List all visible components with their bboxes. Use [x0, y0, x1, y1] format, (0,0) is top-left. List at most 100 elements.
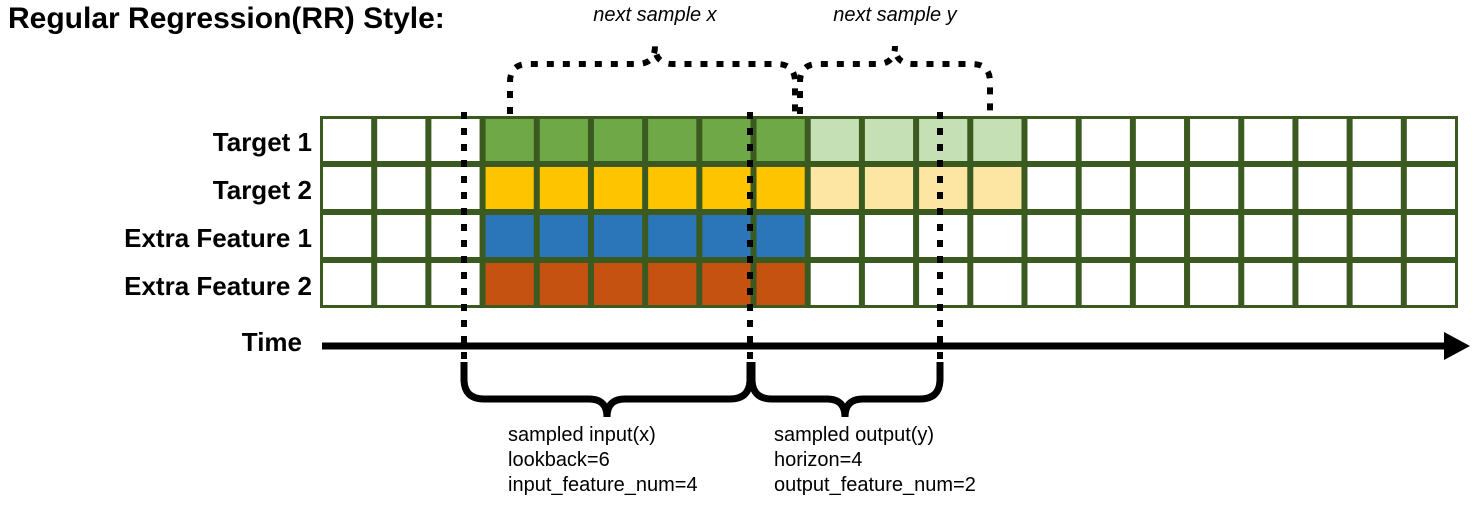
grid-cell[interactable]: [485, 167, 534, 209]
grid-cell[interactable]: [973, 263, 1022, 305]
grid-cell[interactable]: [648, 263, 697, 305]
grid-cell[interactable]: [756, 215, 805, 257]
grid-cell[interactable]: [1352, 167, 1401, 209]
grid-cell[interactable]: [919, 119, 968, 161]
grid-cell[interactable]: [377, 263, 426, 305]
grid-cell[interactable]: [810, 215, 859, 257]
grid-cell[interactable]: [1081, 263, 1130, 305]
grid-cell[interactable]: [1406, 119, 1455, 161]
grid-cell[interactable]: [431, 119, 480, 161]
grid-cell[interactable]: [1244, 119, 1293, 161]
grid-cell[interactable]: [1190, 263, 1239, 305]
grid-cell[interactable]: [1244, 263, 1293, 305]
grid-cell[interactable]: [702, 263, 751, 305]
grid-cell[interactable]: [431, 167, 480, 209]
grid-cell[interactable]: [919, 167, 968, 209]
page-title: Regular Regression(RR) Style:: [8, 2, 445, 35]
grid-cell[interactable]: [323, 215, 372, 257]
grid-cell[interactable]: [1027, 119, 1076, 161]
grid-cell[interactable]: [1190, 167, 1239, 209]
timeline-grid: [320, 116, 1458, 308]
grid-cell[interactable]: [377, 167, 426, 209]
grid-cell[interactable]: [1190, 215, 1239, 257]
sampled-output-line-2: horizon=4: [774, 449, 863, 471]
grid-cell[interactable]: [1081, 167, 1130, 209]
grid-cell[interactable]: [1135, 119, 1185, 161]
grid-cell[interactable]: [919, 263, 968, 305]
grid-cell[interactable]: [648, 215, 697, 257]
grid-cell[interactable]: [485, 119, 534, 161]
grid-cell[interactable]: [593, 119, 643, 161]
grid-cell[interactable]: [973, 215, 1022, 257]
grid-cell[interactable]: [323, 167, 372, 209]
grid-cell[interactable]: [1135, 263, 1185, 305]
grid-cell[interactable]: [864, 167, 914, 209]
grid-cell[interactable]: [323, 263, 372, 305]
grid-cell[interactable]: [756, 119, 805, 161]
grid-cell[interactable]: [431, 263, 480, 305]
dotted-guides: [461, 112, 943, 372]
grid-cell[interactable]: [1298, 215, 1347, 257]
grid-cell[interactable]: [1352, 215, 1401, 257]
grid-cell[interactable]: [973, 167, 1022, 209]
grid-cell[interactable]: [539, 263, 588, 305]
grid-cell[interactable]: [593, 167, 643, 209]
grid-cell[interactable]: [539, 167, 588, 209]
grid-cell[interactable]: [485, 263, 534, 305]
grid-cell[interactable]: [1081, 119, 1130, 161]
grid-cell[interactable]: [810, 167, 859, 209]
grid-cell[interactable]: [1298, 119, 1347, 161]
grid-cell[interactable]: [593, 215, 643, 257]
grid-cell[interactable]: [323, 119, 372, 161]
grid-cell[interactable]: [810, 263, 859, 305]
grid-cell[interactable]: [1190, 119, 1239, 161]
grid-cell[interactable]: [1406, 263, 1455, 305]
grid-cell[interactable]: [1135, 215, 1185, 257]
grid-cell[interactable]: [756, 167, 805, 209]
grid-cell[interactable]: [1244, 215, 1293, 257]
grid-cell[interactable]: [810, 119, 859, 161]
grid-cell[interactable]: [1298, 263, 1347, 305]
grid-cell[interactable]: [1406, 215, 1455, 257]
grid-cell[interactable]: [1352, 119, 1401, 161]
grid-cell[interactable]: [702, 167, 751, 209]
grid-cell[interactable]: [1406, 167, 1455, 209]
grid-cell[interactable]: [973, 119, 1022, 161]
row-label-extra-feature-1: Extra Feature 1: [124, 223, 312, 253]
grid-cell[interactable]: [377, 215, 426, 257]
grid-cell[interactable]: [1352, 263, 1401, 305]
grid-cell[interactable]: [593, 263, 643, 305]
grid-cell[interactable]: [864, 263, 914, 305]
grid-cell[interactable]: [919, 215, 968, 257]
row-label-extra-feature-2: Extra Feature 2: [124, 271, 312, 301]
grid-cell[interactable]: [648, 119, 697, 161]
grid-cell[interactable]: [1027, 263, 1076, 305]
bottom-brace-sampled-output: [748, 362, 944, 418]
top-brace-next-sample-y: [797, 45, 993, 114]
grid-cell[interactable]: [485, 215, 534, 257]
sampled-input-line-1: sampled input(x): [508, 424, 656, 446]
next-sample-y-label: next sample y: [833, 4, 957, 26]
grid-cell[interactable]: [377, 119, 426, 161]
grid-cell[interactable]: [539, 119, 588, 161]
grid-cell[interactable]: [648, 167, 697, 209]
grid-cell[interactable]: [702, 119, 751, 161]
time-axis-label: Time: [241, 327, 302, 357]
grid-cell[interactable]: [1244, 167, 1293, 209]
bottom-brace-sampled-input: [460, 362, 754, 418]
grid-cell[interactable]: [431, 215, 480, 257]
grid-cell[interactable]: [1298, 167, 1347, 209]
grid-cell[interactable]: [864, 119, 914, 161]
grid-cell[interactable]: [1027, 215, 1076, 257]
grid-cell[interactable]: [1027, 167, 1076, 209]
sampled-output-line-3: output_feature_num=2: [774, 474, 976, 496]
grid-cell[interactable]: [1081, 215, 1130, 257]
grid-cell[interactable]: [756, 263, 805, 305]
grid-cell[interactable]: [1135, 167, 1185, 209]
grid-cell[interactable]: [702, 215, 751, 257]
row-label-target-2: Target 2: [212, 175, 312, 205]
grid-cell[interactable]: [864, 215, 914, 257]
grid-cell[interactable]: [539, 215, 588, 257]
